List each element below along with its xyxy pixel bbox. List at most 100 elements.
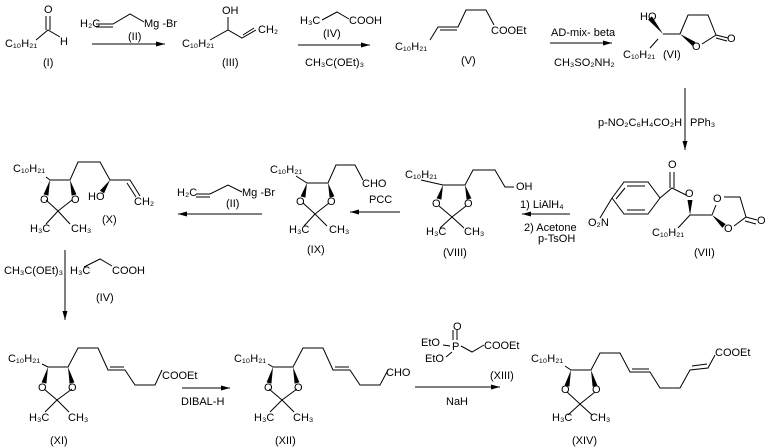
compound-V: C₁₀H₂₁ COOEt (V): [395, 25, 526, 67]
reagent-text: EtO: [421, 337, 440, 349]
methyl: CH₃: [464, 226, 484, 238]
reagent-label: (II): [128, 31, 141, 43]
methyl: CH₃: [293, 412, 313, 424]
reagent-text: p-TsOH: [538, 233, 575, 245]
reagent-label: (XIII): [490, 370, 514, 382]
ring-oxygen: O: [327, 196, 336, 208]
bond: [445, 351, 453, 358]
arrow-head: [682, 141, 688, 150]
compound-label: (XIV): [572, 435, 597, 447]
reagent-step5: 1) LiAlH₄ 2) Acetone p-TsOH: [520, 199, 577, 245]
reagent-text: COOH: [112, 265, 145, 277]
compound-XIV: C₁₀H₂₁ COOEt O O H₃C CH₃ (XIV): [531, 347, 750, 447]
carbonyl-oxygen: O: [727, 33, 736, 45]
reagent-step4: p-NO₂C₆H₄CO₂H PPh₃: [598, 117, 715, 129]
compound-XI: C₁₀H₂₁ COOEt O O H₃C CH₃ (XI): [8, 353, 197, 447]
wedge-bond: [328, 183, 335, 198]
arrow-head: [350, 209, 359, 215]
wedge-bond: [293, 367, 300, 384]
compound-VIII: C₁₀H₂₁ OH O O H₃C CH₃ (VIII): [405, 169, 533, 259]
wedge-bond: [591, 370, 598, 387]
ring-oxygen: O: [592, 384, 601, 396]
reagent-text: COOEt: [484, 340, 519, 352]
arrow-head: [178, 211, 187, 217]
methyl: CH₃: [71, 223, 91, 235]
chain: C₁₀H₂₁: [182, 38, 214, 50]
wedge-bond: [687, 200, 693, 215]
bond: [83, 258, 113, 268]
reagent-step8: CH₃C(OEt)₃ H₃C COOH (IV): [4, 265, 145, 304]
bond: [96, 13, 145, 25]
wedge-bond: [300, 183, 307, 198]
bond: [56, 399, 70, 413]
arrow-head: [491, 384, 500, 390]
bond: [438, 205, 467, 218]
bond: [649, 38, 659, 49]
chain: C₁₀H₂₁: [623, 49, 655, 61]
chain: C₁₀H₂₁: [234, 353, 266, 365]
bond: [659, 187, 687, 199]
ester-oxygen: O: [685, 188, 694, 200]
bond: [442, 344, 451, 347]
bond: [45, 199, 73, 212]
chain: C₁₀H₂₁: [405, 169, 437, 181]
ester: COOEt: [491, 25, 526, 37]
bond: [126, 182, 137, 198]
reagent-step10: O EtO P EtO COOEt (XIII) NaH: [421, 321, 519, 408]
methyl: CH₃: [329, 224, 349, 236]
hydroxyl: OH: [222, 5, 239, 17]
arrow-head: [603, 40, 612, 46]
ester: COOEt: [715, 347, 750, 359]
bond: [715, 34, 729, 39]
wedge-bond: [436, 185, 443, 200]
bond: [196, 184, 243, 195]
reagent-label: (II): [226, 198, 239, 210]
compound-XII: C₁₀H₂₁ CHO O O H₃C CH₃ (XII): [234, 353, 411, 447]
compound-I: C₁₀H₂₁ O H (I): [5, 4, 68, 69]
reagent-text: AD-mix- beta: [551, 27, 616, 39]
wedge-bond: [99, 180, 110, 194]
carbonyl-oxygen: O: [757, 215, 766, 227]
ring-oxygen: O: [38, 382, 47, 394]
hydroxyl: HO: [88, 191, 105, 203]
ring-oxygen: O: [294, 382, 303, 394]
wedge-bond: [680, 34, 696, 47]
bonds: [35, 9, 758, 416]
aldehyde: CHO: [362, 178, 387, 190]
arrow-head: [156, 41, 165, 47]
compound-label: (XI): [50, 435, 68, 447]
reagent-text: Mg -Br: [242, 187, 275, 199]
methyl: H₃C: [552, 412, 572, 424]
chain: C₁₀H₂₁: [395, 41, 427, 53]
bond: [45, 210, 59, 225]
reagent-text: H₃C: [70, 265, 90, 277]
bond: [724, 196, 747, 227]
methyl: H₃C: [30, 223, 50, 235]
bond: [268, 388, 298, 401]
compound-III: C₁₀H₂₁ OH CH₂ (III): [182, 5, 278, 69]
arrow-head: [522, 211, 531, 217]
reagent-step9: DIBAL-H: [181, 396, 224, 408]
hydroxyl: OH: [516, 181, 533, 193]
bond: [599, 197, 613, 219]
reagent-step1: H₂C Mg -Br (II): [80, 18, 177, 43]
reagent-text: H₃C: [300, 15, 320, 27]
compound-VII: O₂N O O C₁₀H₂₁ O O O (VII): [588, 159, 766, 259]
bond: [615, 187, 626, 200]
bond: [744, 220, 757, 225]
atom-o: O: [44, 4, 53, 16]
ring-oxygen: O: [71, 194, 80, 206]
ring-oxygen: O: [561, 384, 570, 396]
bond: [209, 29, 257, 41]
methyl: H₃C: [254, 412, 274, 424]
compound-label: (X): [102, 214, 117, 226]
methyl: CH₃: [590, 412, 610, 424]
compound-label: (I): [43, 57, 53, 69]
reagent-text: p-NO₂C₆H₄CO₂H: [598, 117, 682, 129]
bond: [269, 399, 283, 413]
arrow-head: [361, 42, 370, 48]
reagent-text: O: [453, 321, 462, 333]
compound-label: (VIII): [443, 247, 467, 259]
bond: [35, 29, 61, 41]
chain: C₁₀H₂₁: [13, 163, 45, 175]
